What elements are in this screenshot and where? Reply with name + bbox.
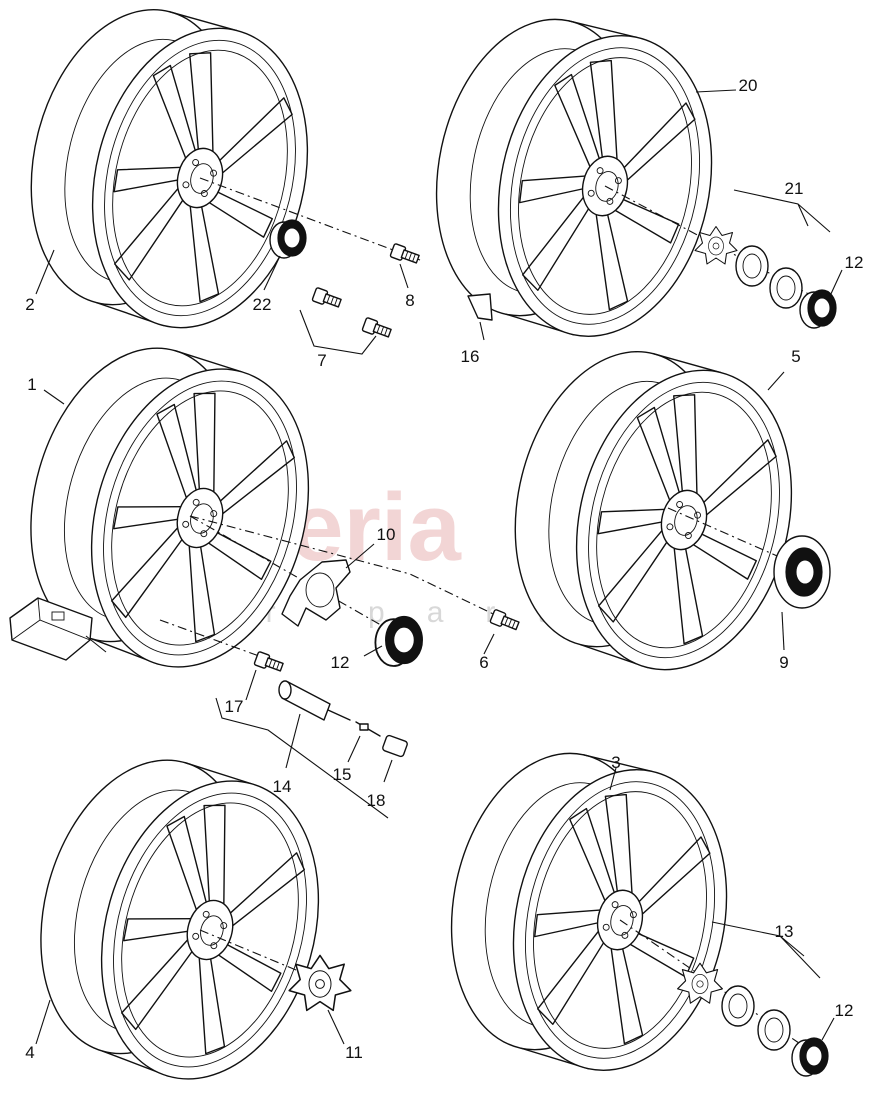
callout-22: 22 (253, 295, 272, 314)
callout-6: 6 (479, 653, 488, 672)
callout-12-middle: 12 (331, 653, 350, 672)
callout-5: 5 (791, 347, 800, 366)
retaining-plate-10 (281, 559, 351, 627)
wheel-1 (0, 322, 511, 694)
callout-18: 18 (367, 791, 386, 810)
wheel-nut-7b (361, 316, 393, 341)
centre-cap-9 (773, 535, 831, 609)
tyre-pressure-sensor (9, 597, 93, 661)
spring-ring-13 (721, 985, 755, 1027)
callout-15: 15 (333, 765, 352, 784)
callout-16: 16 (461, 347, 480, 366)
valve-insert-15 (355, 721, 381, 737)
svg-text:B: B (399, 635, 410, 652)
nut-ring-13 (757, 1009, 791, 1051)
callout-21: 21 (785, 179, 804, 198)
svg-text:B: B (288, 233, 297, 247)
nut-ring-21 (769, 267, 803, 309)
valve-cap-18 (382, 734, 408, 758)
centre-cap-12-middle: B (374, 615, 424, 667)
centre-cap-12-bottom: B (791, 1037, 829, 1077)
balance-weight-16 (467, 293, 493, 321)
wheel-3 (423, 733, 813, 1092)
callout-12-bottom: 12 (835, 1001, 854, 1020)
valve-14 (278, 680, 351, 721)
callout-1: 1 (27, 375, 36, 394)
callout-20: 20 (739, 76, 758, 95)
callout-14: 14 (273, 777, 292, 796)
callout-4: 4 (25, 1043, 34, 1062)
callout-9: 9 (779, 653, 788, 672)
spring-ring-21 (735, 245, 769, 287)
callout-8: 8 (405, 291, 414, 310)
wheel-4 (5, 734, 354, 1100)
centre-cap-22: B (269, 219, 307, 259)
callout-11: 11 (345, 1043, 363, 1062)
callout-12-top: 12 (845, 253, 864, 272)
bolt-17 (253, 650, 285, 675)
wheel-bolt-7a (311, 286, 343, 311)
wheel-2 (0, 0, 421, 352)
leader-lines (35, 89, 843, 1045)
callout-10: 10 (377, 525, 396, 544)
callout-17: 17 (225, 697, 244, 716)
callout-7: 7 (317, 351, 326, 370)
callout-3: 3 (611, 753, 620, 772)
callout-labels: 2 22 8 7 20 21 12 16 1 10 12 6 5 9 17 14… (25, 76, 863, 1062)
callout-2: 2 (25, 295, 34, 314)
svg-text:B: B (818, 303, 827, 317)
retaining-plate-21 (694, 225, 738, 265)
svg-text:B: B (810, 1051, 819, 1065)
wheel-bolt-8 (389, 242, 421, 267)
centre-cap-12-top: B (799, 289, 837, 329)
callout-13: 13 (775, 922, 794, 941)
wheel-5 (483, 329, 823, 694)
